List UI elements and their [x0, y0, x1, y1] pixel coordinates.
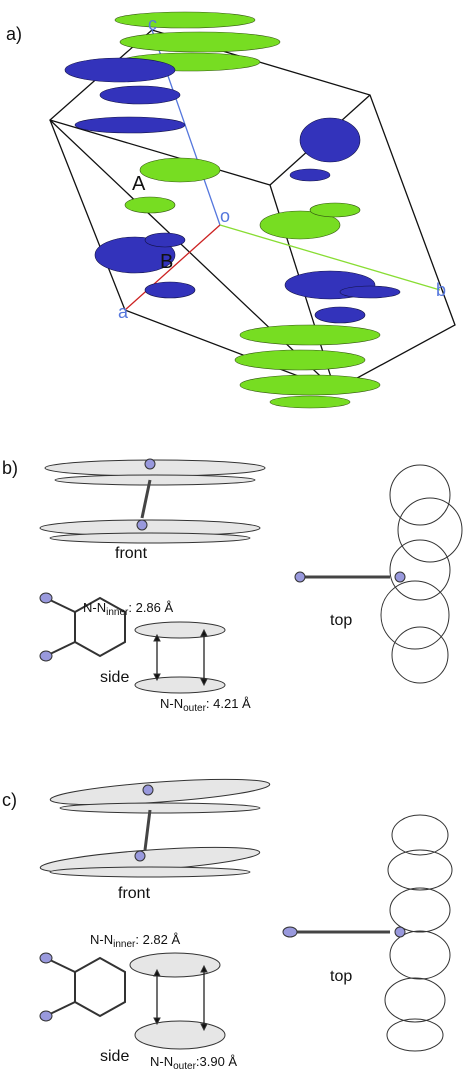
front-view-b	[39, 458, 266, 544]
nn-inner-c: N-Ninner: 2.82 Å	[90, 932, 181, 950]
molecule-label-b: B	[160, 251, 173, 273]
molecule-c-diagram	[39, 778, 453, 1052]
molecule-label-a: A	[132, 173, 146, 195]
molecule-b-diagram	[39, 458, 463, 694]
side-label-b: side	[100, 669, 130, 686]
axis-label-b: b	[436, 280, 446, 300]
green-molecules	[114, 11, 381, 409]
axis-label-a: a	[118, 302, 129, 322]
side-view-b	[39, 592, 226, 694]
nn-outer-b: N-Nouter: 4.21 Å	[160, 696, 251, 714]
panel-b: b) front top side N-Ninner: 2.86 Å N-Nou…	[0, 440, 474, 725]
front-label-b: front	[115, 545, 148, 562]
axis-label-c: c	[148, 14, 157, 34]
unit-cell-diagram: c o a b A B	[49, 11, 456, 409]
top-view-b	[294, 464, 463, 684]
axis-label-o: o	[220, 206, 230, 226]
top-label-b: top	[330, 612, 353, 629]
panel-label-b: b)	[2, 458, 19, 478]
panel-c: c) front top side N-Ninner: 2.82 Å N-Nou…	[0, 760, 474, 1077]
side-label-c: side	[100, 1048, 130, 1065]
side-view-c	[39, 952, 226, 1050]
blue-molecules	[64, 57, 401, 324]
top-view-c	[282, 814, 453, 1052]
panel-label-c: c)	[2, 790, 17, 810]
front-label-c: front	[118, 885, 151, 902]
panel-a: c o a b A B a)	[0, 0, 474, 420]
nn-outer-c: N-Nouter:3.90 Å	[150, 1054, 238, 1072]
front-view-c	[39, 778, 271, 878]
panel-label-a: a)	[6, 24, 23, 44]
nn-inner-b: N-Ninner: 2.86 Å	[83, 600, 174, 618]
top-label-c: top	[330, 968, 353, 985]
